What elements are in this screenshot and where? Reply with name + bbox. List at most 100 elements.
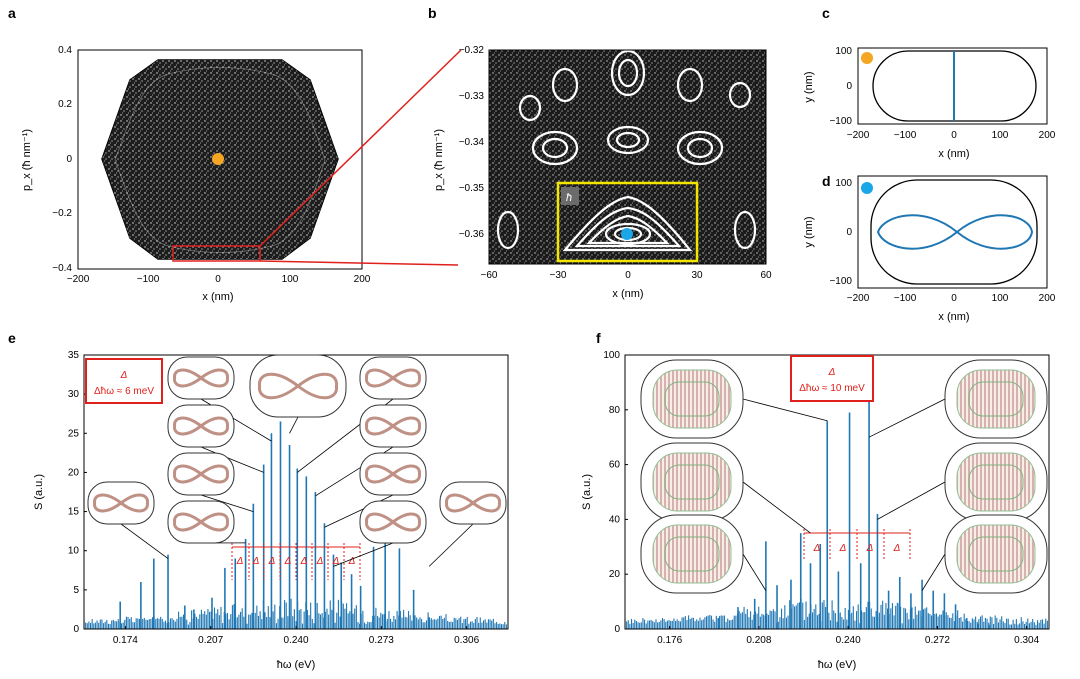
- stadium-billiard-d: [870, 179, 1038, 285]
- panel-b: b ħ −0.32: [428, 5, 772, 300]
- scar-density-map: [956, 524, 1036, 584]
- ytick: 10: [68, 546, 80, 557]
- xlabel-e: ħω (eV): [277, 659, 316, 671]
- xlabel-b: x (nm): [612, 288, 643, 300]
- cyan-marker-d: [861, 182, 873, 194]
- scar-contour: [664, 464, 720, 500]
- inset-pointer-line: [868, 398, 946, 438]
- inset-pointer-line: [289, 416, 299, 434]
- xtick: 0.240: [836, 635, 861, 646]
- scar-density-map: [652, 524, 732, 584]
- ytick-c: 0: [846, 81, 852, 92]
- ytick-b: −0.32: [459, 45, 485, 56]
- scar-contour: [968, 381, 1024, 417]
- xlabel-c: x (nm): [938, 148, 969, 160]
- ytick: 5: [73, 585, 79, 596]
- inset-pointer-line: [120, 523, 169, 559]
- delta-mark-f: Δ: [839, 543, 847, 554]
- xtick-a: −100: [137, 274, 160, 285]
- scar-pattern: [173, 416, 229, 436]
- scar-density-map: [652, 452, 732, 512]
- ytick-b: −0.34: [459, 137, 485, 148]
- axes-frame-a: [77, 49, 363, 270]
- ytick-b: −0.33: [459, 91, 485, 102]
- xlabel-d: x (nm): [938, 311, 969, 323]
- xtick-c: −100: [894, 130, 917, 141]
- scar-pattern: [365, 464, 421, 484]
- ytick: 40: [609, 514, 621, 525]
- figure-eight-orbit-d: [876, 214, 1034, 250]
- xtick: 0.176: [657, 635, 682, 646]
- inset-pointer-line: [742, 553, 767, 591]
- ytick-a: 0: [66, 154, 72, 165]
- delta-mark-e: Δ: [236, 556, 244, 567]
- scar-pattern: [445, 493, 501, 513]
- xtick-c: 100: [992, 130, 1009, 141]
- ylabel-c: y (nm): [803, 71, 815, 102]
- inset-pointer-line: [742, 481, 811, 534]
- delta-mark-e: Δ: [316, 556, 324, 567]
- delta-mark-e: Δ: [332, 556, 340, 567]
- scar-pattern: [365, 512, 421, 532]
- scar-pattern: [173, 512, 229, 532]
- delta-mark-e: Δ: [300, 556, 308, 567]
- hbar-box: [561, 187, 579, 205]
- inset-pointer-line: [200, 446, 264, 473]
- ytick: 30: [68, 389, 80, 400]
- legend-delta-e: Δ: [120, 370, 128, 381]
- scar-contour: [968, 464, 1024, 500]
- scar-density-map: [956, 452, 1036, 512]
- scar-pattern: [173, 368, 229, 388]
- delta-mark-e: Δ: [268, 556, 276, 567]
- ytick: 25: [68, 428, 80, 439]
- ytick: 0: [73, 624, 79, 635]
- ylabel-e: S (a.u.): [33, 474, 45, 510]
- axes-frame-d: [857, 175, 1048, 289]
- xtick-c: 0: [951, 130, 957, 141]
- zoom-line-top: [259, 49, 462, 247]
- xtick-b: 60: [760, 270, 772, 281]
- delta-mark-e: Δ: [348, 556, 356, 567]
- ytick-a: 0.2: [58, 99, 72, 110]
- ytick: 20: [68, 467, 80, 478]
- ytick-a: 0.4: [58, 45, 72, 56]
- ytick-b: −0.35: [459, 183, 485, 194]
- inset-pointer-line: [333, 542, 394, 567]
- highlight-box-b: [556, 181, 699, 263]
- ytick: 60: [609, 460, 621, 471]
- xtick-a: 0: [215, 274, 221, 285]
- ytick-d: 100: [835, 178, 852, 189]
- panel-d: d 100 0 −100 −200 −100 0 100 200 x (nm) …: [803, 173, 1056, 323]
- legend-eq-e: Δħω ≈ 6 meV: [94, 386, 154, 397]
- inset-pointer-line: [200, 494, 254, 512]
- xtick: 0.306: [454, 635, 479, 646]
- scar-contour: [664, 381, 720, 417]
- ytick-a: −0.4: [52, 263, 72, 274]
- scar-contour: [968, 536, 1024, 572]
- delta-mark-f: Δ: [813, 543, 821, 554]
- xlabel-f: ħω (eV): [818, 659, 857, 671]
- inset-pointer-line: [921, 553, 946, 591]
- scar-pattern: [173, 464, 229, 484]
- scar-pattern: [365, 416, 421, 436]
- zoom-box-a: [172, 245, 261, 262]
- delta-legend-f: [790, 355, 874, 402]
- xtick: 0.240: [283, 635, 308, 646]
- xlabel-a: x (nm): [202, 291, 233, 303]
- ytick: 0: [614, 624, 620, 635]
- delta-mark-e: Δ: [252, 556, 260, 567]
- panel-letter-e: e: [8, 330, 16, 346]
- delta-mark-f: Δ: [893, 543, 901, 554]
- spectrum-background-f: [625, 598, 1048, 629]
- xtick-c: 200: [1039, 130, 1056, 141]
- scar-pattern: [365, 368, 421, 388]
- ytick-c: 100: [835, 46, 852, 57]
- ytick: 100: [603, 350, 620, 361]
- ylabel-a: p_x (ħ nm⁻¹): [21, 129, 33, 191]
- scar-pattern: [258, 372, 338, 400]
- xtick-d: 200: [1039, 293, 1056, 304]
- xtick-a: 100: [282, 274, 299, 285]
- xtick-c: −200: [847, 130, 870, 141]
